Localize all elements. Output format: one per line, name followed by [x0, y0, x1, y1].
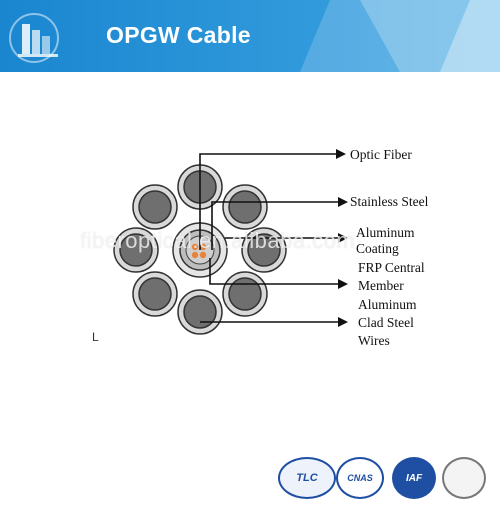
tlc-badge-icon: TLC	[278, 457, 336, 499]
label-aluminum-coating-line2: Coating	[356, 241, 399, 256]
label-clad-line1: Aluminum	[358, 297, 417, 312]
cable-cross-section	[113, 149, 348, 335]
arrow-head	[338, 197, 348, 207]
outer-wire	[138, 277, 172, 311]
arrow-head	[338, 233, 348, 243]
optic-fiber	[191, 251, 199, 259]
optic-fiber	[191, 243, 199, 251]
outer-wire	[138, 190, 172, 224]
cable-diagram: Optic Fiber Stainless Steel Aluminum Coa…	[0, 72, 500, 452]
label-clad-line2: Clad Steel	[358, 315, 414, 330]
leader-optic-fiber	[199, 153, 338, 250]
optic-fiber	[199, 243, 207, 251]
arrow-head	[336, 149, 346, 159]
building-logo-icon	[8, 12, 72, 64]
page-title: OPGW Cable	[106, 22, 251, 48]
leader-stainless-steel	[211, 201, 340, 250]
header-banner: OPGW Cable	[0, 0, 500, 72]
outer-wire	[183, 295, 217, 329]
stray-letter: L	[92, 330, 99, 344]
outer-wire	[119, 233, 153, 267]
outer-wire	[228, 277, 262, 311]
label-stainless-steel: Stainless Steel	[350, 194, 429, 209]
header-background	[0, 0, 500, 72]
arrow-head	[338, 317, 348, 327]
arrow-head	[338, 279, 348, 289]
seal-badge-icon	[442, 457, 486, 499]
label-frp-line2: Member	[358, 278, 404, 293]
optic-fiber	[199, 251, 207, 259]
outer-wire	[247, 233, 281, 267]
leader-frp	[209, 258, 340, 285]
outer-wires	[113, 164, 287, 335]
iaf-badge-icon: IAF	[392, 457, 436, 499]
label-frp-line1: FRP Central	[358, 260, 425, 275]
label-optic-fiber: Optic Fiber	[350, 147, 412, 162]
label-clad-line3: Wires	[358, 333, 390, 348]
watermark-text: fiberoptical.en.alibaba.com	[80, 228, 356, 253]
label-aluminum-coating-line1: Aluminum	[356, 225, 415, 240]
cnas-badge-icon: CNAS	[336, 457, 384, 499]
outer-wire	[228, 190, 262, 224]
